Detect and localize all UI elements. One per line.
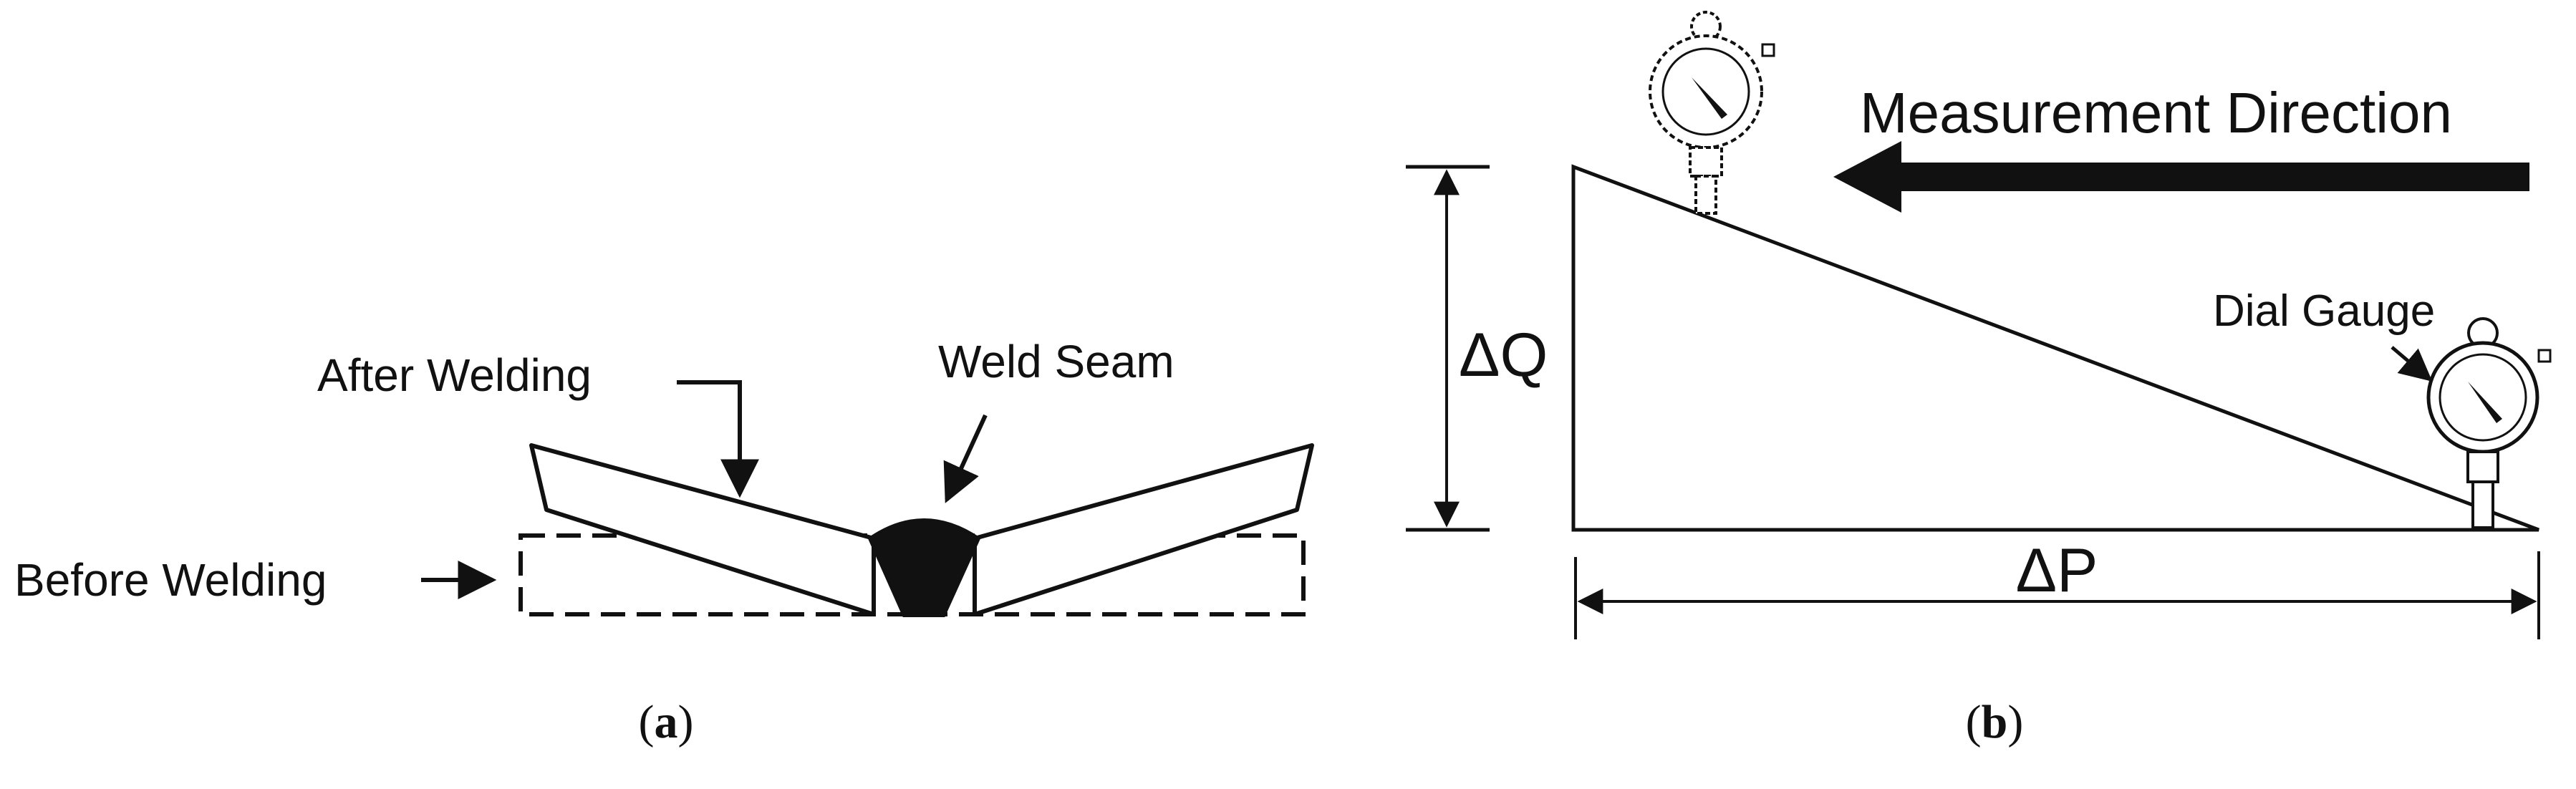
dial-gauge-label: Dial Gauge: [2213, 286, 2435, 336]
arrow-icon: [1891, 163, 2529, 191]
delta-p-dimension: [1574, 551, 2540, 639]
measurement-direction-label: Measurement Direction: [1860, 81, 2452, 145]
weld-seam: [867, 518, 981, 617]
dial-gauge-icon: [1649, 11, 1775, 215]
delta-q-dimension: [1406, 165, 1490, 532]
measurement-direction-arrow: [1833, 141, 2529, 213]
dial-gauge-leader-arrow: [2391, 346, 2433, 382]
before-welding-label: Before Welding: [14, 554, 327, 606]
right-plate-after-welding: [973, 443, 1314, 616]
weld-seam-label: Weld Seam: [938, 336, 1174, 387]
before-welding-plate-outline: [518, 533, 1306, 616]
panel-a: After Welding Weld Seam Before Welding (…: [14, 336, 1314, 748]
after-welding-label: After Welding: [317, 349, 592, 401]
panel-b: ΔQ ΔP Measurement Direction: [1406, 11, 2552, 748]
panel-a-caption: (a): [639, 696, 694, 748]
delta-p-label: ΔP: [2016, 536, 2098, 605]
left-plate-after-welding: [529, 443, 876, 616]
delta-q-label: ΔQ: [1459, 321, 1548, 389]
after-welding-leader-arrow: [677, 380, 759, 498]
panel-b-caption: (b): [1966, 696, 2024, 748]
weld-seam-leader-arrow: [943, 414, 988, 503]
dial-gauge-icon: [2426, 317, 2552, 529]
slope-triangle: [1571, 164, 2539, 532]
